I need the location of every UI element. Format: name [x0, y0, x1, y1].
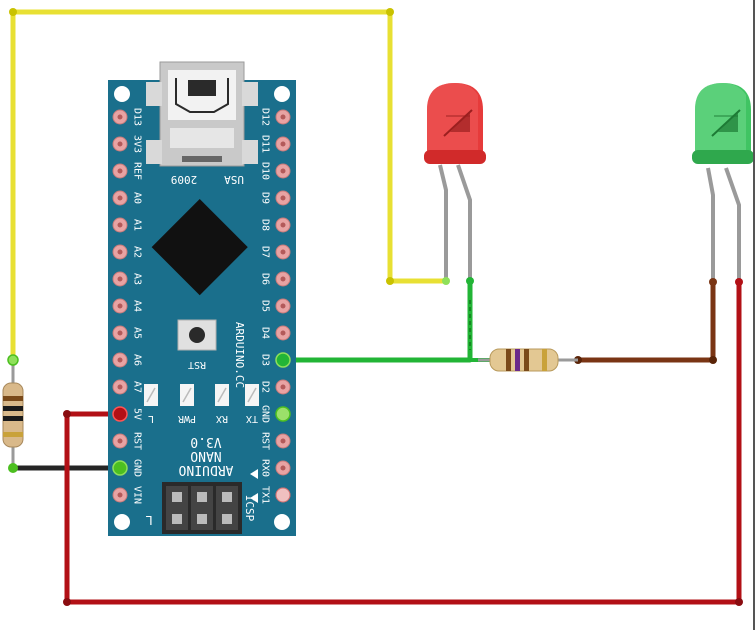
pin-highlight-d3 [275, 352, 291, 368]
left-pin-hole [117, 141, 123, 147]
led-label-rx: RX [216, 413, 228, 424]
board-name-line1: ARDUINO [178, 462, 233, 477]
right-pin-hole [280, 384, 286, 390]
red-wire-bend-1 [63, 410, 71, 418]
board-name-line2: NANO [190, 448, 221, 463]
led-label-pwr: PWR [177, 413, 196, 424]
left-pin-hole [117, 168, 123, 174]
resistor-left[interactable] [2, 354, 24, 473]
right-pin-label: D2 [260, 381, 271, 393]
right-pin-hole [280, 249, 286, 255]
right-pin-label: D5 [260, 300, 271, 312]
right-pin-hole [280, 222, 286, 228]
right-pin-label: RX0 [260, 459, 271, 477]
board-country: USA [224, 173, 244, 186]
right-pin-hole [280, 114, 286, 120]
icsp-label: ICSP [243, 495, 256, 522]
led-green[interactable] [692, 83, 754, 286]
resistor-middle[interactable] [478, 348, 578, 372]
left-pin-hole [117, 249, 123, 255]
right-pin-label: D8 [260, 219, 271, 231]
red-wire-bend-3 [735, 598, 743, 606]
mount-hole [274, 514, 290, 530]
right-pin-label: D7 [260, 246, 271, 258]
pin-highlight-gnd-right [275, 406, 291, 422]
right-pin-label: RST [260, 432, 271, 450]
left-pin-label: 3V3 [132, 135, 143, 153]
right-pin-label: D12 [260, 108, 271, 126]
pin-highlight-5v [112, 406, 128, 422]
left-pin-hole [117, 384, 123, 390]
mount-hole [114, 514, 130, 530]
pin1-mark: ⅂ [146, 514, 153, 528]
yellow-wire-bend-2 [386, 277, 394, 285]
left-pin-label: A4 [132, 300, 143, 312]
left-pin-label: A3 [132, 273, 143, 285]
right-pin-hole [280, 276, 286, 282]
left-pin-label: A6 [132, 354, 143, 366]
left-pin-label: A2 [132, 246, 143, 258]
red-wire-bend-2 [63, 598, 71, 606]
right-pin-label: D11 [260, 135, 271, 153]
left-pin-hole [117, 492, 123, 498]
mcu-chip [151, 199, 248, 296]
yellow-wire-bend [386, 8, 394, 16]
right-pin-hole [280, 330, 286, 336]
right-pin-label: D10 [260, 162, 271, 180]
left-pin-hole [117, 195, 123, 201]
left-pin-label: REF [132, 162, 143, 180]
left-pin-hole [117, 330, 123, 336]
tx-arrow-icon [250, 493, 258, 503]
left-pin-hole [117, 357, 123, 363]
brown-wire-bend [709, 356, 717, 364]
left-pin-hole [117, 303, 123, 309]
right-pin-hole [280, 465, 286, 471]
mount-hole [114, 86, 130, 102]
status-leds [144, 384, 259, 406]
right-pin-label: TX1 [260, 486, 271, 504]
left-pin-hole [117, 114, 123, 120]
yellow-wire-end-top [9, 8, 17, 16]
left-pin-label: A0 [132, 192, 143, 204]
arduino-nano-board[interactable]: 2009 USA RST L PWR RX TX ARDUINO NANO V3… [108, 61, 296, 536]
pin-highlight-gnd-left [112, 460, 128, 476]
board-year: 2009 [171, 173, 198, 186]
left-pin-label: D13 [132, 108, 143, 126]
right-pin-label: D3 [260, 354, 271, 366]
icsp-header [162, 482, 242, 534]
reset-button[interactable] [177, 319, 217, 351]
right-pin-label: D4 [260, 327, 271, 339]
left-pin-hole [117, 222, 123, 228]
board-site: ARDUINO.CC [233, 322, 246, 388]
left-pin-label: RST [132, 432, 143, 450]
led-red[interactable] [424, 83, 486, 285]
left-pin-hole [117, 438, 123, 444]
left-pin-label: 5V [132, 408, 143, 420]
right-pin-hole [280, 195, 286, 201]
right-pin-label: D6 [260, 273, 271, 285]
left-pin-label: VIN [132, 486, 143, 504]
board-name-line3: V3.0 [190, 434, 221, 449]
left-pin-label: A1 [132, 219, 143, 231]
right-pin-label: GND [260, 405, 271, 423]
led-label-tx: TX [246, 413, 258, 424]
reset-button-label: RST [188, 359, 206, 370]
brown-wire[interactable] [578, 282, 716, 363]
left-pin-label: A7 [132, 381, 143, 393]
left-pin-label: A5 [132, 327, 143, 339]
led-label-l: L [148, 413, 154, 424]
mount-hole [274, 86, 290, 102]
right-pin-hole [280, 303, 286, 309]
left-pin-label: GND [132, 459, 143, 477]
right-pin-hole [280, 141, 286, 147]
right-pin-label: D9 [260, 192, 271, 204]
rx-arrow-icon [250, 469, 258, 479]
pin-highlight-tx1 [275, 487, 291, 503]
right-pin-hole [280, 438, 286, 444]
usb-connector [146, 61, 258, 167]
green-wire[interactable] [283, 281, 473, 363]
left-pin-hole [117, 276, 123, 282]
right-pin-hole [280, 168, 286, 174]
